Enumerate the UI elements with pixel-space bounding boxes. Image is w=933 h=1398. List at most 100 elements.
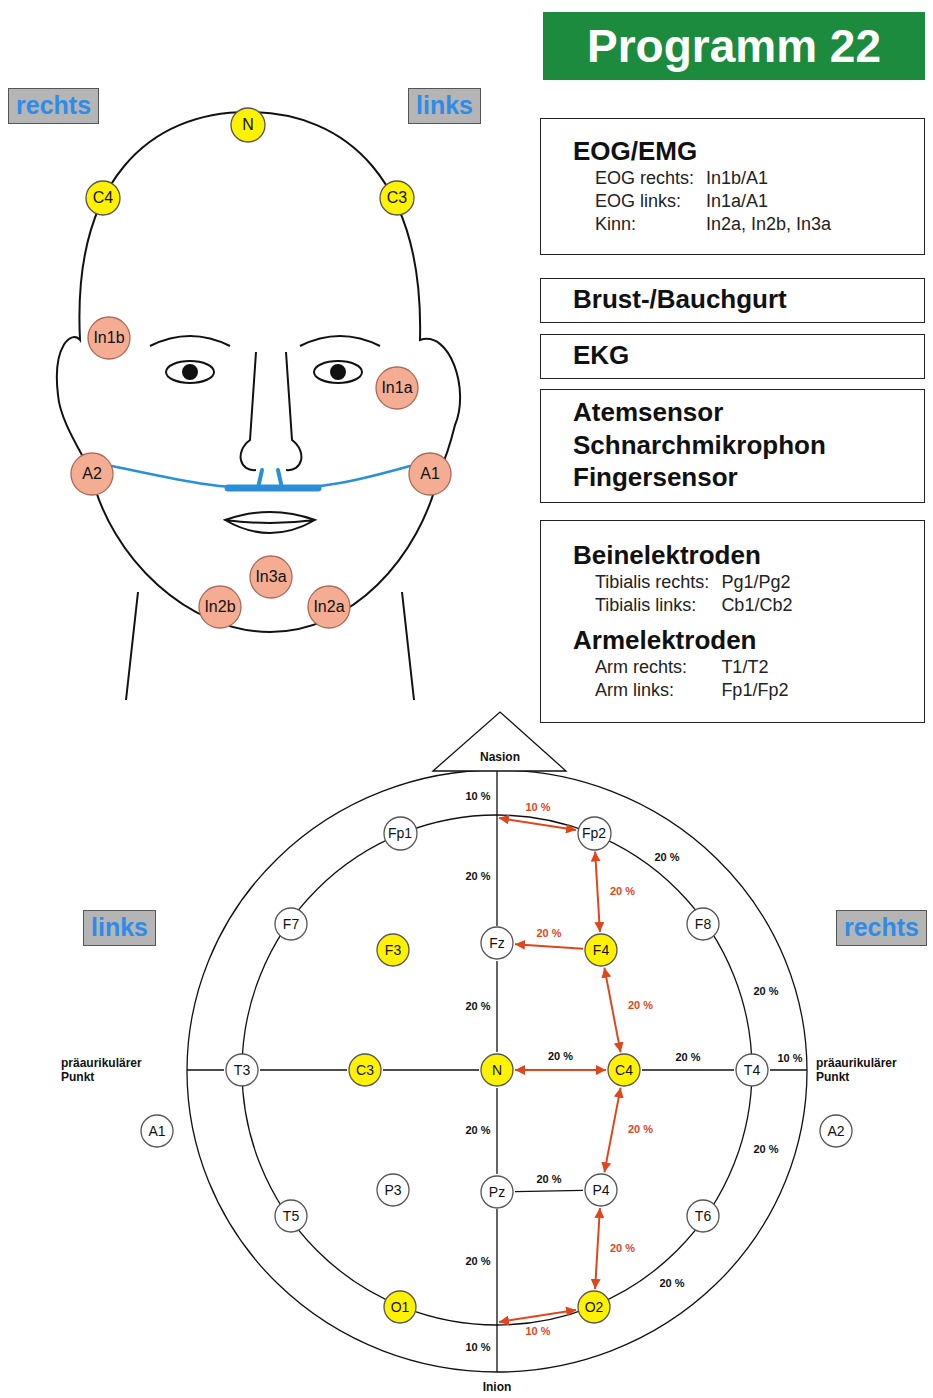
electrode-disc <box>250 556 292 598</box>
percent-label: 20 % <box>627 999 654 1012</box>
electrode-circle: In3a <box>249 555 293 599</box>
percent-label: 20 % <box>464 1000 491 1013</box>
percent-label: 20 % <box>464 870 491 883</box>
box-key: Arm links: <box>573 679 709 702</box>
electrode-label: P4 <box>592 1183 609 1197</box>
electrode-disc <box>226 1054 258 1086</box>
info-box: BeinelektrodenTibialis rechts:Pg1/Pg2Tib… <box>540 520 925 723</box>
box-heading: EKG <box>573 339 912 372</box>
percent-label: 10 % <box>524 1325 551 1338</box>
nose <box>241 352 302 470</box>
electrode-label: C4 <box>615 1063 633 1077</box>
grid-line <box>496 961 497 1052</box>
electrode-disc <box>409 453 451 495</box>
percent-label: 20 % <box>609 885 636 898</box>
electrode-disc <box>384 817 417 850</box>
electrode-circle: P3 <box>376 1173 410 1207</box>
info-box: Brust-/Bauchgurt <box>540 278 925 323</box>
eyebrow <box>150 336 380 346</box>
title-text: Programm 22 <box>587 19 881 73</box>
head-scheme <box>187 712 807 1372</box>
grid-line <box>642 1069 734 1070</box>
box-key: Kinn: <box>573 213 694 236</box>
percent-label: 10 % <box>524 801 551 814</box>
electrode-circle: A2 <box>70 452 114 496</box>
electrode-label: N <box>492 1063 502 1077</box>
electrode-label: Fz <box>489 936 505 950</box>
head-circle <box>187 770 807 1372</box>
electrode-circle: P4 <box>584 1173 618 1207</box>
electrode-disc <box>377 1174 409 1206</box>
electrode-label: In1b <box>93 330 124 346</box>
electrode-disc <box>481 1054 513 1086</box>
box-value: T1/T2 <box>721 656 912 679</box>
mouth <box>225 512 315 533</box>
distance-arrow <box>515 944 583 949</box>
box-key: EOG rechts: <box>573 167 694 190</box>
electrode-disc <box>376 367 418 409</box>
electrode-disc <box>141 1115 173 1147</box>
electrode-label: T4 <box>744 1063 760 1077</box>
side-label: links <box>91 912 148 942</box>
electrode-disc <box>578 1291 610 1323</box>
percent-label: 20 % <box>464 1124 491 1137</box>
percent-label: 20 % <box>658 1277 685 1290</box>
percent-label: 10 % <box>464 1341 491 1354</box>
percent-label: 20 % <box>464 1255 491 1268</box>
side-label: links <box>416 90 473 120</box>
pupil <box>183 365 197 379</box>
percent-label: 20 % <box>609 1242 636 1255</box>
electrode-label: C4 <box>93 190 113 206</box>
box-value: Pg1/Pg2 <box>721 571 912 594</box>
box-value: In1a/A1 <box>706 190 912 213</box>
electrode-label: In3a <box>255 569 286 585</box>
electrode-disc <box>687 1200 719 1232</box>
electrode-label: Fp1 <box>388 826 412 840</box>
grid-line <box>496 1088 497 1174</box>
electrode-circle: N <box>480 1053 514 1087</box>
electrode-circle: Fp2 <box>577 816 612 851</box>
electrode-circle: C4 <box>607 1053 641 1087</box>
electrode-disc <box>275 1200 307 1232</box>
electrode-circle: T4 <box>735 1053 769 1087</box>
head-outline <box>57 112 460 632</box>
percent-label: 20 % <box>674 1051 701 1064</box>
electrode-label: In2b <box>204 599 235 615</box>
box-key: Arm rechts: <box>573 656 709 679</box>
percent-label: 20 % <box>627 1123 654 1136</box>
box-heading: Atemsensor <box>573 396 912 429</box>
electrode-circle: F7 <box>274 907 308 941</box>
info-box: EKG <box>540 334 925 379</box>
electrode-circle: In2b <box>198 585 242 629</box>
electrode-disc <box>585 934 617 966</box>
box-heading: Brust-/Bauchgurt <box>573 283 912 316</box>
electrode-label: T3 <box>234 1063 250 1077</box>
distance-arrow <box>499 1310 576 1322</box>
electrode-circle: C3 <box>379 180 415 216</box>
box-heading: Schnarchmikrophon <box>573 429 912 462</box>
distance-arrow <box>515 1069 606 1071</box>
electrode-disc <box>71 453 113 495</box>
info-box: AtemsensorSchnarchmikrophonFingersensor <box>540 389 925 503</box>
electrode-circle: A1 <box>408 452 452 496</box>
box-heading: Fingersensor <box>573 461 912 494</box>
percent-label: 20 % <box>535 927 562 940</box>
electrode-circle: F3 <box>376 933 410 967</box>
electrode-disc <box>88 317 130 359</box>
electrode-label: A2 <box>827 1124 844 1138</box>
electrode-circle: C4 <box>85 180 121 216</box>
electrode-circle: In1a <box>375 366 419 410</box>
electrode-label: C3 <box>356 1063 374 1077</box>
eye <box>166 361 214 383</box>
electrode-label: N <box>242 117 254 133</box>
percent-label: 20 % <box>752 1143 779 1156</box>
electrode-label: F3 <box>385 943 401 957</box>
electrode-disc <box>481 1176 513 1208</box>
percent-label: 10 % <box>464 790 491 803</box>
electrode-disc <box>687 908 719 940</box>
distance-arrow <box>595 1208 600 1289</box>
percent-label: 20 % <box>535 1173 562 1186</box>
electrode-label: A1 <box>148 1124 165 1138</box>
